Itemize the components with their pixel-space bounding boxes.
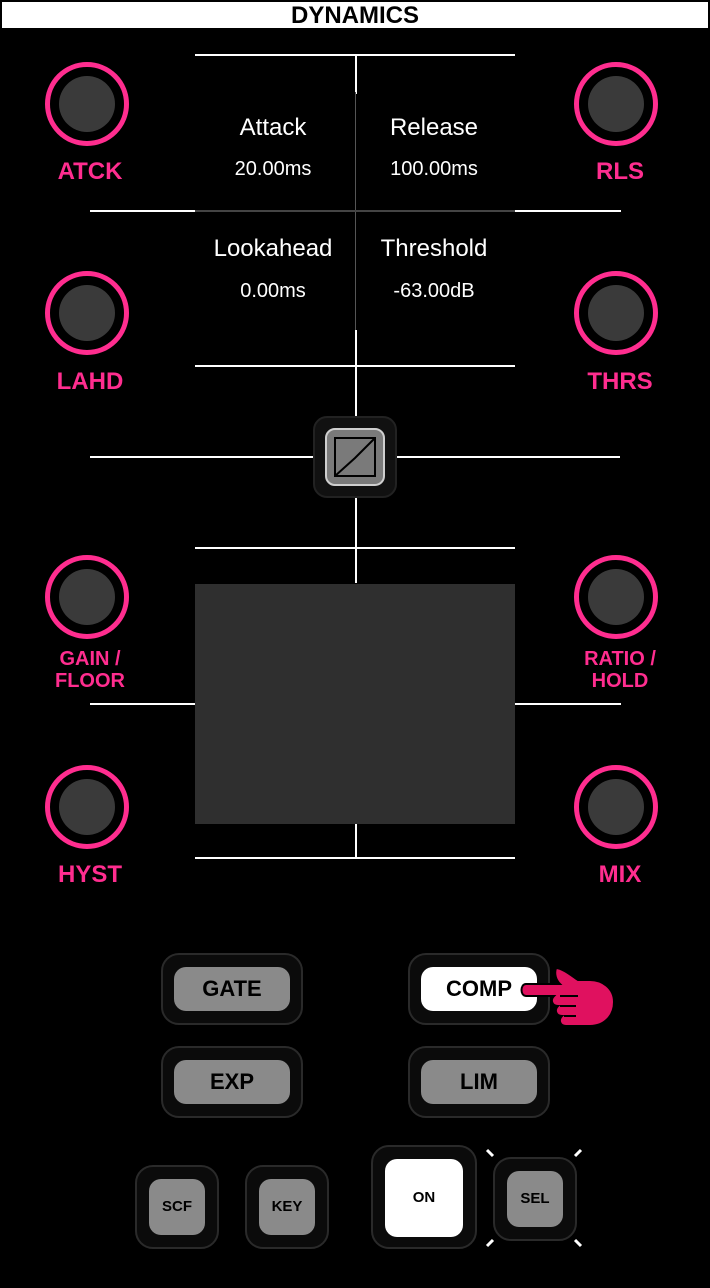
divider bbox=[195, 210, 515, 212]
gate-button[interactable]: GATE bbox=[174, 967, 290, 1011]
panel-title: DYNAMICS bbox=[2, 2, 708, 29]
threshold-knob-label: THRS bbox=[587, 368, 653, 395]
divider bbox=[355, 824, 357, 858]
divider bbox=[396, 456, 620, 458]
threshold-param-label: Threshold bbox=[380, 235, 488, 262]
divider bbox=[515, 210, 621, 212]
lim-button[interactable]: LIM bbox=[421, 1060, 537, 1104]
compression-curve-icon bbox=[334, 437, 376, 477]
ratio-hold-knob-label-1: RATIO / bbox=[584, 648, 656, 670]
gain-floor-knob-label-2: FLOOR bbox=[55, 670, 125, 692]
sel-corner-ticks-icon bbox=[485, 1148, 583, 1248]
divider bbox=[195, 547, 515, 549]
scf-button-frame: SCF bbox=[135, 1165, 219, 1249]
key-button[interactable]: KEY bbox=[259, 1179, 315, 1235]
attack-knob[interactable] bbox=[45, 62, 129, 146]
release-knob[interactable] bbox=[574, 62, 658, 146]
scf-button[interactable]: SCF bbox=[149, 1179, 205, 1235]
divider bbox=[355, 497, 357, 583]
threshold-param-value: -63.00dB bbox=[393, 280, 475, 302]
divider bbox=[90, 456, 314, 458]
sel-button[interactable]: SEL bbox=[507, 1171, 563, 1227]
divider bbox=[355, 54, 357, 94]
hysteresis-knob-label: HYST bbox=[57, 861, 122, 888]
hysteresis-knob[interactable] bbox=[45, 765, 129, 849]
divider bbox=[195, 857, 515, 859]
ratio-hold-knob[interactable] bbox=[574, 555, 658, 639]
gate-button-frame: GATE bbox=[161, 953, 303, 1025]
attack-param-label: Attack bbox=[239, 114, 307, 141]
on-button-frame: ON bbox=[371, 1145, 477, 1249]
mix-knob[interactable] bbox=[574, 765, 658, 849]
lim-button-frame: LIM bbox=[408, 1046, 550, 1118]
exp-button[interactable]: EXP bbox=[174, 1060, 290, 1104]
mix-knob-label: MIX bbox=[598, 861, 642, 888]
divider bbox=[195, 365, 515, 367]
gain-floor-knob-label-1: GAIN / bbox=[59, 648, 121, 670]
divider bbox=[515, 703, 621, 705]
release-knob-label: RLS bbox=[596, 158, 644, 185]
key-button-frame: KEY bbox=[245, 1165, 329, 1249]
divider bbox=[90, 210, 196, 212]
ratio-hold-knob-label-2: HOLD bbox=[591, 670, 649, 692]
lookahead-param-value: 0.00ms bbox=[240, 280, 306, 302]
sel-button-frame: SEL bbox=[493, 1157, 577, 1241]
curve-button-frame bbox=[313, 416, 397, 498]
lookahead-knob[interactable] bbox=[45, 271, 129, 355]
release-param-value: 100.00ms bbox=[390, 158, 478, 180]
divider bbox=[355, 330, 357, 416]
lookahead-param-label: Lookahead bbox=[213, 235, 333, 262]
divider bbox=[90, 703, 196, 705]
threshold-knob[interactable] bbox=[574, 271, 658, 355]
lookahead-knob-label: LAHD bbox=[56, 368, 124, 395]
release-param-label: Release bbox=[389, 114, 479, 141]
curve-button[interactable] bbox=[325, 428, 385, 486]
gain-floor-knob[interactable] bbox=[45, 555, 129, 639]
dynamics-graph bbox=[195, 584, 515, 824]
attack-knob-label: ATCK bbox=[57, 158, 123, 185]
on-button[interactable]: ON bbox=[385, 1159, 463, 1237]
exp-button-frame: EXP bbox=[161, 1046, 303, 1118]
comp-button[interactable]: COMP bbox=[421, 967, 537, 1011]
attack-param-value: 20.00ms bbox=[234, 158, 312, 180]
pointer-hand-icon bbox=[520, 966, 616, 1027]
divider bbox=[355, 92, 356, 332]
